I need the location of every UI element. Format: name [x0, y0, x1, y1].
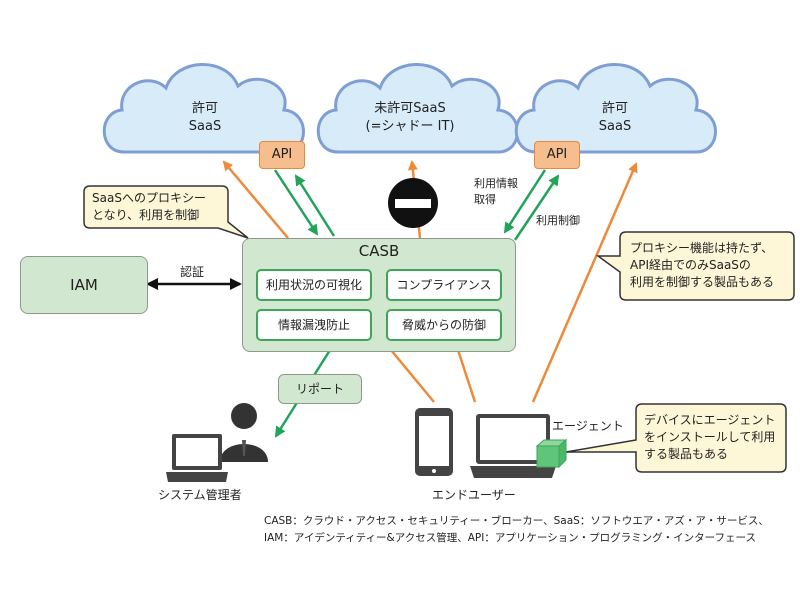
auth-label: 認証 [180, 265, 205, 279]
callout-proxy-text: SaaSへのプロキシー となり、利用を制御 [92, 190, 206, 224]
admin-label: システム管理者 [158, 488, 242, 502]
cloud-label-permitted-right: 許可 SaaS [570, 100, 660, 136]
cloud-permitted-saas-right [514, 63, 717, 154]
usage-info-label: 利用情報 取得 [474, 176, 518, 208]
callout-agent-bubble [565, 403, 787, 473]
callout-line: をインストールして利用 [644, 430, 776, 444]
cloud-title: 許可 [601, 101, 628, 116]
green-arrow-casb-to-api-right [513, 174, 560, 241]
callout-line: SaaSへのプロキシー [92, 191, 206, 205]
cube-icon [535, 438, 568, 469]
callout-line: となり、利用を制御 [92, 208, 200, 222]
function-dlp: 情報漏洩防止 [256, 309, 372, 341]
label-line: 利用情報 [474, 177, 518, 190]
callout-proxy-bubble [83, 185, 249, 239]
cloud-subtitle: SaaS [598, 119, 632, 134]
label-line: 取得 [474, 193, 496, 206]
callout-line: 利用を制御する製品もある [630, 275, 775, 289]
green-arrow-api-to-casb [273, 169, 319, 236]
person-icon [220, 403, 268, 462]
usage-control-label: 利用制御 [536, 214, 580, 227]
cloud-unauthorized-saas [316, 63, 519, 154]
api-box-left: API [259, 141, 305, 169]
iam-box: IAM [20, 256, 148, 314]
cloud-subtitle: SaaS [188, 119, 222, 134]
cloud-label-unauthorized: 未許可SaaS (=シャドー IT) [350, 100, 470, 136]
orange-line-casb-to-laptop [456, 349, 477, 403]
footnote: CASB：クラウド・アクセス・セキュリティー・ブローカー、SaaS：ソフトウエア… [264, 513, 769, 547]
callout-agent-text: デバイスにエージェント をインストールして利用 する製品もある [644, 412, 775, 463]
callout-api-only-text: プロキシー機能は持たず、 API経由でのみSaaSの 利用を制御する製品もある [630, 240, 774, 291]
callout-line: する製品もある [644, 447, 729, 461]
agent-label: エージェント [552, 419, 624, 433]
admin-laptop-icon [166, 434, 228, 482]
function-threat-protection: 脅威からの防御 [386, 309, 502, 341]
callout-line: デバイスにエージェント [644, 413, 776, 427]
report-label-box: リポート [278, 374, 362, 404]
casb-title: CASB [358, 242, 400, 260]
cloud-label-permitted-left: 許可 SaaS [160, 100, 250, 136]
function-visibility: 利用状況の可視化 [256, 269, 372, 301]
callout-line: プロキシー機能は持たず、 [630, 241, 774, 255]
cloud-subtitle: (=シャドー IT) [365, 119, 455, 134]
callout-line: API経由でのみSaaSの [630, 258, 751, 272]
no-entry-icon [388, 178, 438, 228]
footnote-line: IAM：アイデンティティー&アクセス管理、API：アプリケーション・プログラミン… [264, 532, 756, 544]
smartphone-icon [415, 408, 453, 476]
orange-arrow-casb-to-left-saas [222, 160, 289, 239]
api-box-right: API [534, 141, 580, 169]
laptop-icon [470, 414, 556, 478]
callout-api-only-bubble [595, 231, 795, 301]
cloud-title: 未許可SaaS [374, 101, 446, 116]
casb-box: CASB 利用状況の可視化 コンプライアンス 情報漏洩防止 脅威からの防御 [242, 238, 516, 352]
orange-arrow-user-to-right-saas [531, 162, 638, 403]
footnote-line: CASB：クラウド・アクセス・セキュリティー・ブローカー、SaaS：ソフトウエア… [264, 515, 769, 527]
function-compliance: コンプライアンス [386, 269, 502, 301]
green-arrow-api-to-casb-right [503, 169, 547, 234]
cloud-permitted-saas-left [102, 63, 305, 154]
orange-line-casb-to-phone [390, 349, 435, 403]
end-user-label: エンドユーザー [432, 488, 516, 502]
cloud-title: 許可 [191, 101, 218, 116]
green-arrow-casb-to-api [294, 174, 336, 237]
